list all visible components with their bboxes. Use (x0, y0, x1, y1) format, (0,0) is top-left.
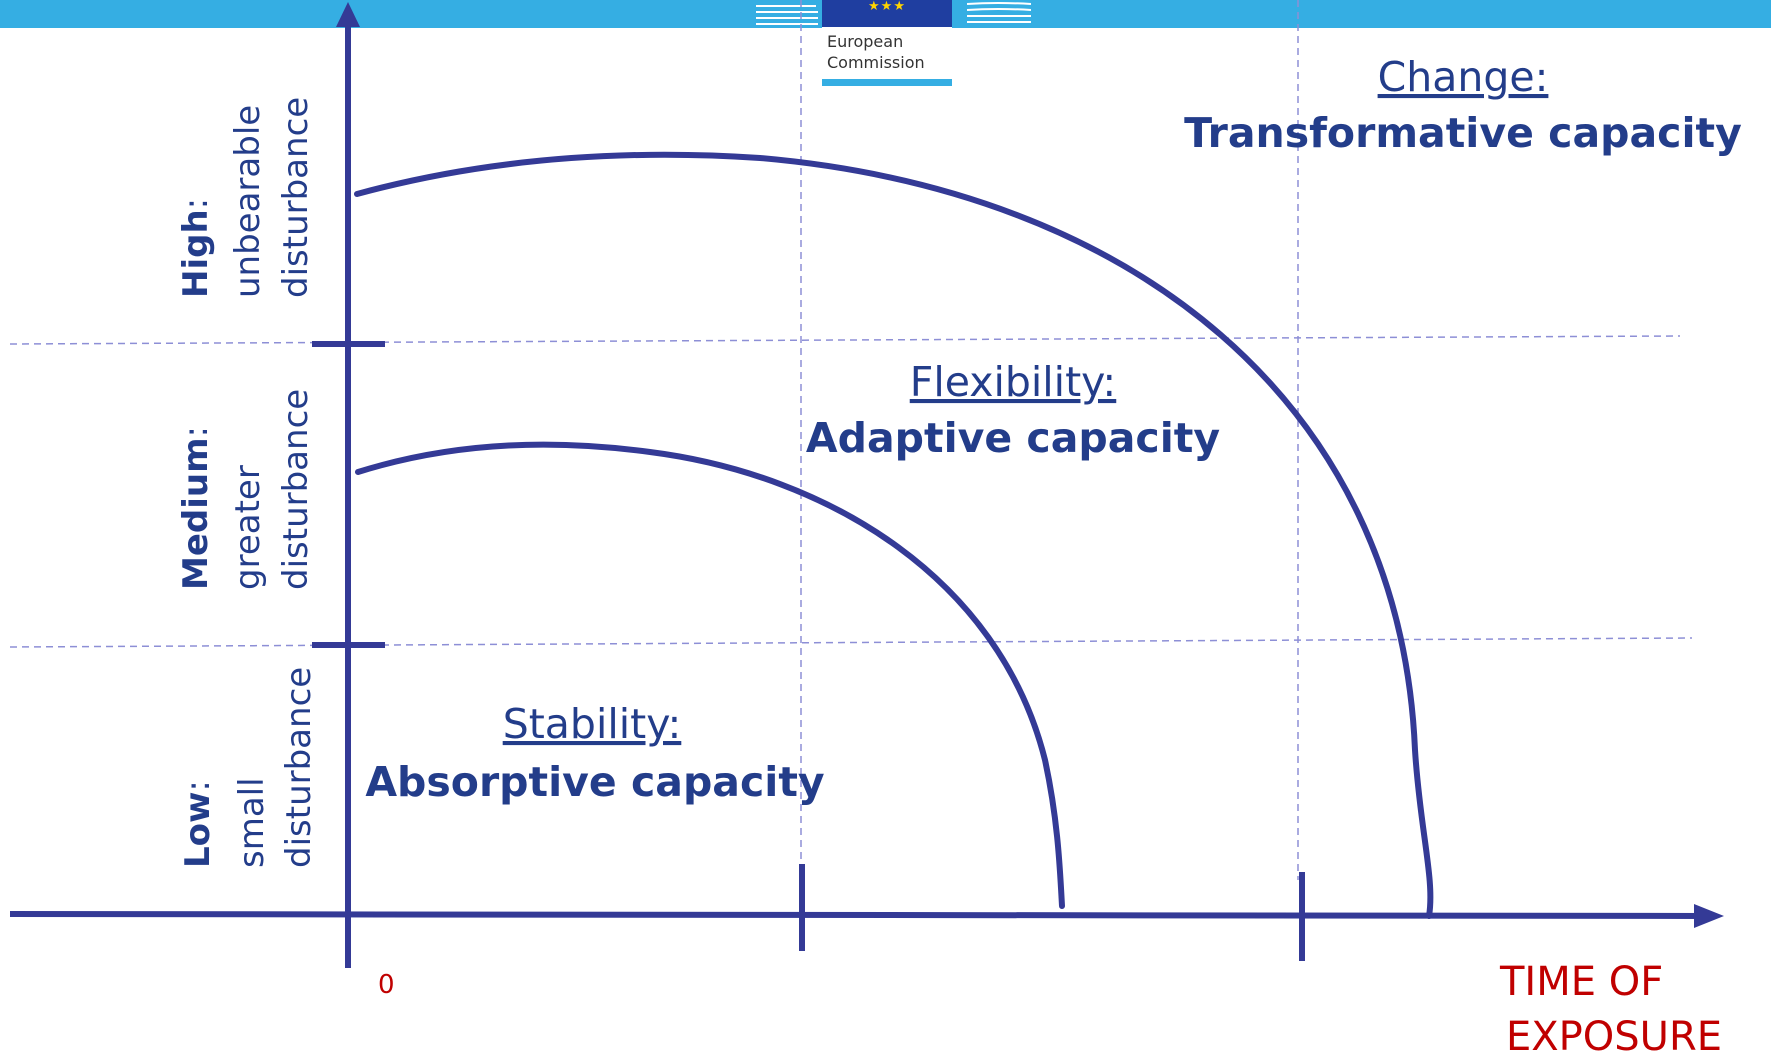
level-high-line1: unbearable (228, 105, 268, 298)
y-axis-arrow (336, 2, 360, 27)
level-low-line2: disturbance (279, 667, 319, 868)
stability-heading: Stability: (503, 700, 682, 748)
origin-label: 0 (378, 970, 395, 1000)
level-low-line1: small (232, 777, 272, 868)
eu-flag-icon (822, 0, 952, 27)
absorptive-arc (355, 441, 1065, 909)
level-low-label: Low: (178, 780, 218, 868)
change-heading: Change: (1378, 53, 1549, 101)
transformative-capacity-label: Transformative capacity (1184, 109, 1742, 157)
grid-line-high (9, 335, 1681, 345)
level-medium-line2: disturbance (276, 389, 316, 590)
x-axis-label-line2: EXPOSURE (1506, 1014, 1722, 1060)
x-axis-arrow (1694, 904, 1724, 928)
x-axis-line (9, 911, 1706, 919)
transformative-arc (354, 151, 1434, 919)
level-high-label: High: (176, 198, 216, 298)
eu-stars-icon: ★★★ (868, 0, 906, 14)
logo-line-2: Commission (827, 53, 925, 72)
flexibility-heading: Flexibility: (910, 358, 1117, 406)
european-commission-logo: ★★★ European Commission (822, 0, 952, 87)
logo-stripes-right (967, 2, 1031, 23)
level-medium-line1: greater (228, 465, 268, 590)
level-high-line2: disturbance (276, 97, 316, 298)
adaptive-capacity-label: Adaptive capacity (806, 414, 1220, 462)
logo-text: European Commission (827, 31, 925, 73)
grid-line-medium (9, 637, 1693, 648)
logo-line-1: European (827, 32, 904, 51)
logo-baseline (822, 79, 952, 86)
x-axis-label-line1: TIME OF (1499, 959, 1663, 1005)
absorptive-capacity-label: Absorptive capacity (365, 758, 824, 806)
level-medium-label: Medium: (176, 426, 216, 590)
logo-stripes-left (756, 5, 818, 25)
